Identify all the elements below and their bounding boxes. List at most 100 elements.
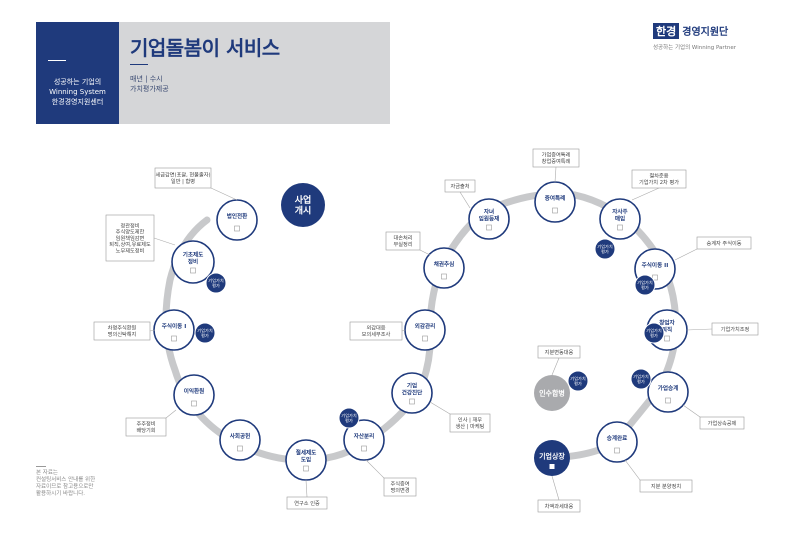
node-circle [153, 309, 195, 351]
callout-box [444, 179, 476, 193]
node-circle [534, 375, 570, 411]
footnote-line: 본 자료는 [36, 470, 58, 476]
node-circle [423, 247, 465, 289]
node-label: 인수합병 [539, 388, 565, 397]
page-title: 기업돌봄이 서비스 [130, 36, 280, 60]
callout-connector [674, 248, 698, 261]
logo-tagline: 성공하는 기업의 Winning Partner [653, 45, 736, 51]
callout-box [449, 413, 491, 433]
callout-box [286, 496, 328, 510]
node-label: 자산분리 [354, 432, 375, 440]
callout-box [105, 214, 155, 262]
callout-connector [624, 459, 641, 481]
callout-connector [210, 187, 238, 201]
header-title-panel: 기업돌봄이 서비스 매년 | 수시 가치평가제공 [119, 22, 390, 124]
node-circle [171, 240, 215, 284]
valuation-badge [634, 274, 656, 296]
node-marker [486, 224, 492, 231]
callout-text: 연구소 인증 [294, 499, 320, 507]
node-label: 증여특례 [545, 194, 566, 202]
node-circle [219, 419, 261, 461]
node-marker [617, 224, 623, 231]
node-marker [361, 445, 367, 452]
node-marker [422, 335, 428, 342]
callout-box [93, 321, 151, 341]
callout-box [639, 479, 693, 493]
callout-connector [554, 166, 557, 183]
callout-connector [686, 328, 713, 331]
valuation-badge [338, 407, 360, 429]
callout-text: 기업가치조정 [721, 325, 750, 333]
callout-connector [149, 329, 156, 332]
header-left-line-1: 성공하는 기업의 [53, 78, 102, 86]
header-left-divider [48, 60, 66, 61]
callout-text: 지분변동대응 [545, 348, 574, 356]
header-left-line-3: 한경경영지원센터 [51, 98, 104, 106]
footnote-line: 자료이므로 참고용으로만 [36, 484, 94, 490]
callout-text: 차액과세대응 [545, 502, 574, 510]
node-label: 승계완료 [607, 434, 628, 442]
node-label: 주식이동 I [162, 322, 187, 330]
node-start [281, 183, 325, 227]
logo-mark: 한경 [653, 23, 680, 39]
node-marker [552, 207, 558, 214]
valuation-badge [567, 370, 589, 392]
footnote-line: 활용하시기 바랍니다. [36, 491, 86, 497]
footnote-line: 컨설팅서비스 안내를 위한 [36, 477, 96, 483]
node-label: 이익환원 [184, 387, 205, 395]
node-label: 사회공헌 [230, 432, 251, 440]
callout-connector [305, 479, 308, 498]
callout-connector [551, 475, 560, 501]
callout-text: 승계자 주식이동 [706, 239, 741, 247]
node-circle [173, 374, 215, 416]
callout-connector [459, 191, 471, 209]
node-marker [665, 397, 671, 404]
callout-box [532, 148, 580, 168]
node-circle [216, 199, 258, 241]
callout-text: 자금출처 [450, 182, 469, 190]
callout-connector [631, 187, 660, 201]
node-marker [190, 267, 196, 274]
node-marker [614, 447, 620, 454]
callout-connector [365, 459, 385, 479]
callout-box [154, 167, 212, 189]
callout-connector [165, 409, 177, 419]
callout-box [537, 345, 581, 359]
callout-connector [401, 329, 406, 332]
callout-box [699, 416, 745, 430]
callout-box [711, 322, 759, 336]
node-marker [664, 335, 670, 342]
callout-connector [419, 249, 431, 256]
valuation-badge [205, 272, 227, 294]
node-circle [596, 421, 638, 463]
node-circle [534, 181, 576, 223]
valuation-badge [594, 238, 616, 260]
node-marker [191, 400, 197, 407]
node-label: 법인전환 [227, 212, 248, 220]
header-title-divider [130, 64, 148, 65]
node-marker [652, 274, 658, 281]
node-circle [647, 371, 689, 413]
header-sub-line-2: 가치평가제공 [130, 85, 169, 93]
node-circle [404, 309, 446, 351]
callout-box [631, 169, 687, 189]
node-marker [303, 465, 309, 472]
node-label: 채권추심 [434, 260, 455, 268]
header-sub-line-1: 매년 | 수시 [130, 75, 163, 83]
node-circle [534, 440, 570, 476]
